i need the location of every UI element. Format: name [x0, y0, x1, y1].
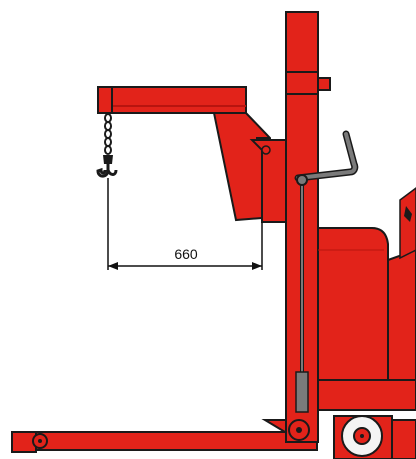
reach-dimension [107, 178, 263, 270]
steering-handle [294, 130, 359, 413]
handle-pivot-icon [296, 174, 308, 186]
crane-jib [97, 86, 247, 114]
base-leg [11, 419, 319, 453]
hook-icon [96, 164, 110, 178]
battery-box [317, 187, 416, 411]
crane-support-arm [212, 112, 287, 223]
hook-chain [96, 113, 118, 178]
pivot-bolt-icon [261, 145, 271, 155]
wheels [288, 415, 416, 459]
reach-dimension-label: 660 [174, 246, 198, 262]
